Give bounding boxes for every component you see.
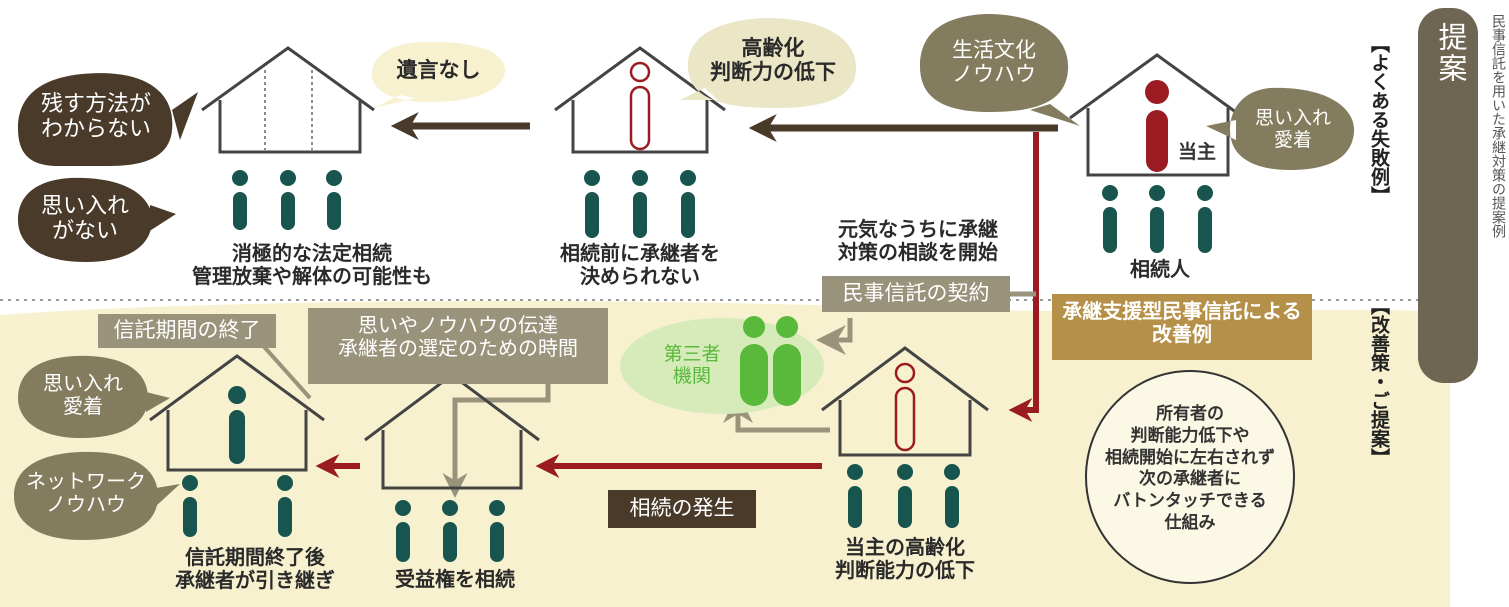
house-top-right [1069,53,1245,177]
house-bottom-left [149,354,325,472]
house-top-mid [554,46,726,154]
house-bottom-right [821,346,989,457]
transmission-box [308,308,608,384]
transmission-text: 思いやノウハウの伝達 承継者の選定のための時間 [338,313,578,360]
bubble-culture [920,14,1080,126]
improve-label: 【改善策・ご提案】 [1368,296,1390,467]
people-bottom-left [182,475,293,537]
caption-top-left: 消極的な法定相続 管理放棄や解体の可能性も [192,241,432,288]
bubble-culture-text: 生活文化 ノウハウ [952,38,1036,87]
trust-end-text: 信託期間の終了 [113,318,261,342]
bubble-feel-bottom-text: 思い入れ 愛着 [43,371,123,418]
improve-circle-text: 所有者の 判断能力低下や 相続開始に左右されず 次の承継者に バトンタッチできる… [1105,404,1275,533]
start-consult-text: 元気なうちに承継 対策の相談を開始 [838,217,998,264]
red-flow-line [1008,132,1039,422]
bubble-aging [680,18,857,108]
caption-bottom-right: 当主の高齢化 判断能力の低下 [835,535,975,582]
improve-circle [1085,370,1295,584]
bubble-no-will-text: 遺言なし [396,58,481,82]
bubble-no-way [18,73,198,166]
caption-bottom-left: 信託期間終了後 承継者が引き継ぎ [175,545,335,592]
bubble-feel-top [1206,87,1355,170]
inheritance-box [608,490,756,528]
third-party-text: 第三者 機関 [663,343,721,387]
bubble-no-feel [18,177,176,262]
gray-line-transmission [442,384,551,498]
bubble-network [14,451,180,540]
house-top-left [201,46,375,154]
third-party-people [740,316,801,406]
bubble-no-will [371,41,505,109]
improve-box-text: 承継支援型民事信託による 改善例 [1062,299,1302,346]
gray-arrow-to-third [816,318,853,355]
caption-bottom-mid: 受益権を相続 [395,567,515,591]
people-top-mid [584,170,696,238]
gray-line-trust-end [256,338,312,400]
caption-top-right: 相続人 [1130,257,1190,281]
failure-label: 【よくある失敗例】 [1368,34,1390,205]
side-note: 民事信託を用いた承継対策の提案例 [1490,14,1506,238]
people-bottom-right [847,464,960,528]
trust-end-box [98,314,276,348]
improve-box [1052,294,1312,360]
inheritance-text: 相続の発生 [629,496,735,520]
bubble-no-feel-text: 思い入れ がない [40,194,129,245]
people-bottom-mid [395,500,505,562]
bubble-network-text: ネットワーク ノウハウ [26,469,146,516]
bubble-feel-bottom [18,355,170,438]
people-top-left [232,170,342,230]
contract-box [822,276,1010,312]
title-banner [1418,8,1478,383]
bubble-feel-top-text: 思い入れ 愛着 [1254,107,1331,151]
people-top-right [1102,185,1213,253]
bubble-no-way-text: 残す方法が わからない [40,92,151,143]
main-title: 承継支援型民事信託のご提案 [1434,22,1509,363]
caption-top-mid: 相続前に承継者を 決められない [560,241,720,288]
house-head-label: 当主 [1177,141,1216,163]
contract-text: 民事信託の契約 [842,281,990,305]
bubble-aging-text: 高齢化 判断力の低下 [710,36,836,85]
